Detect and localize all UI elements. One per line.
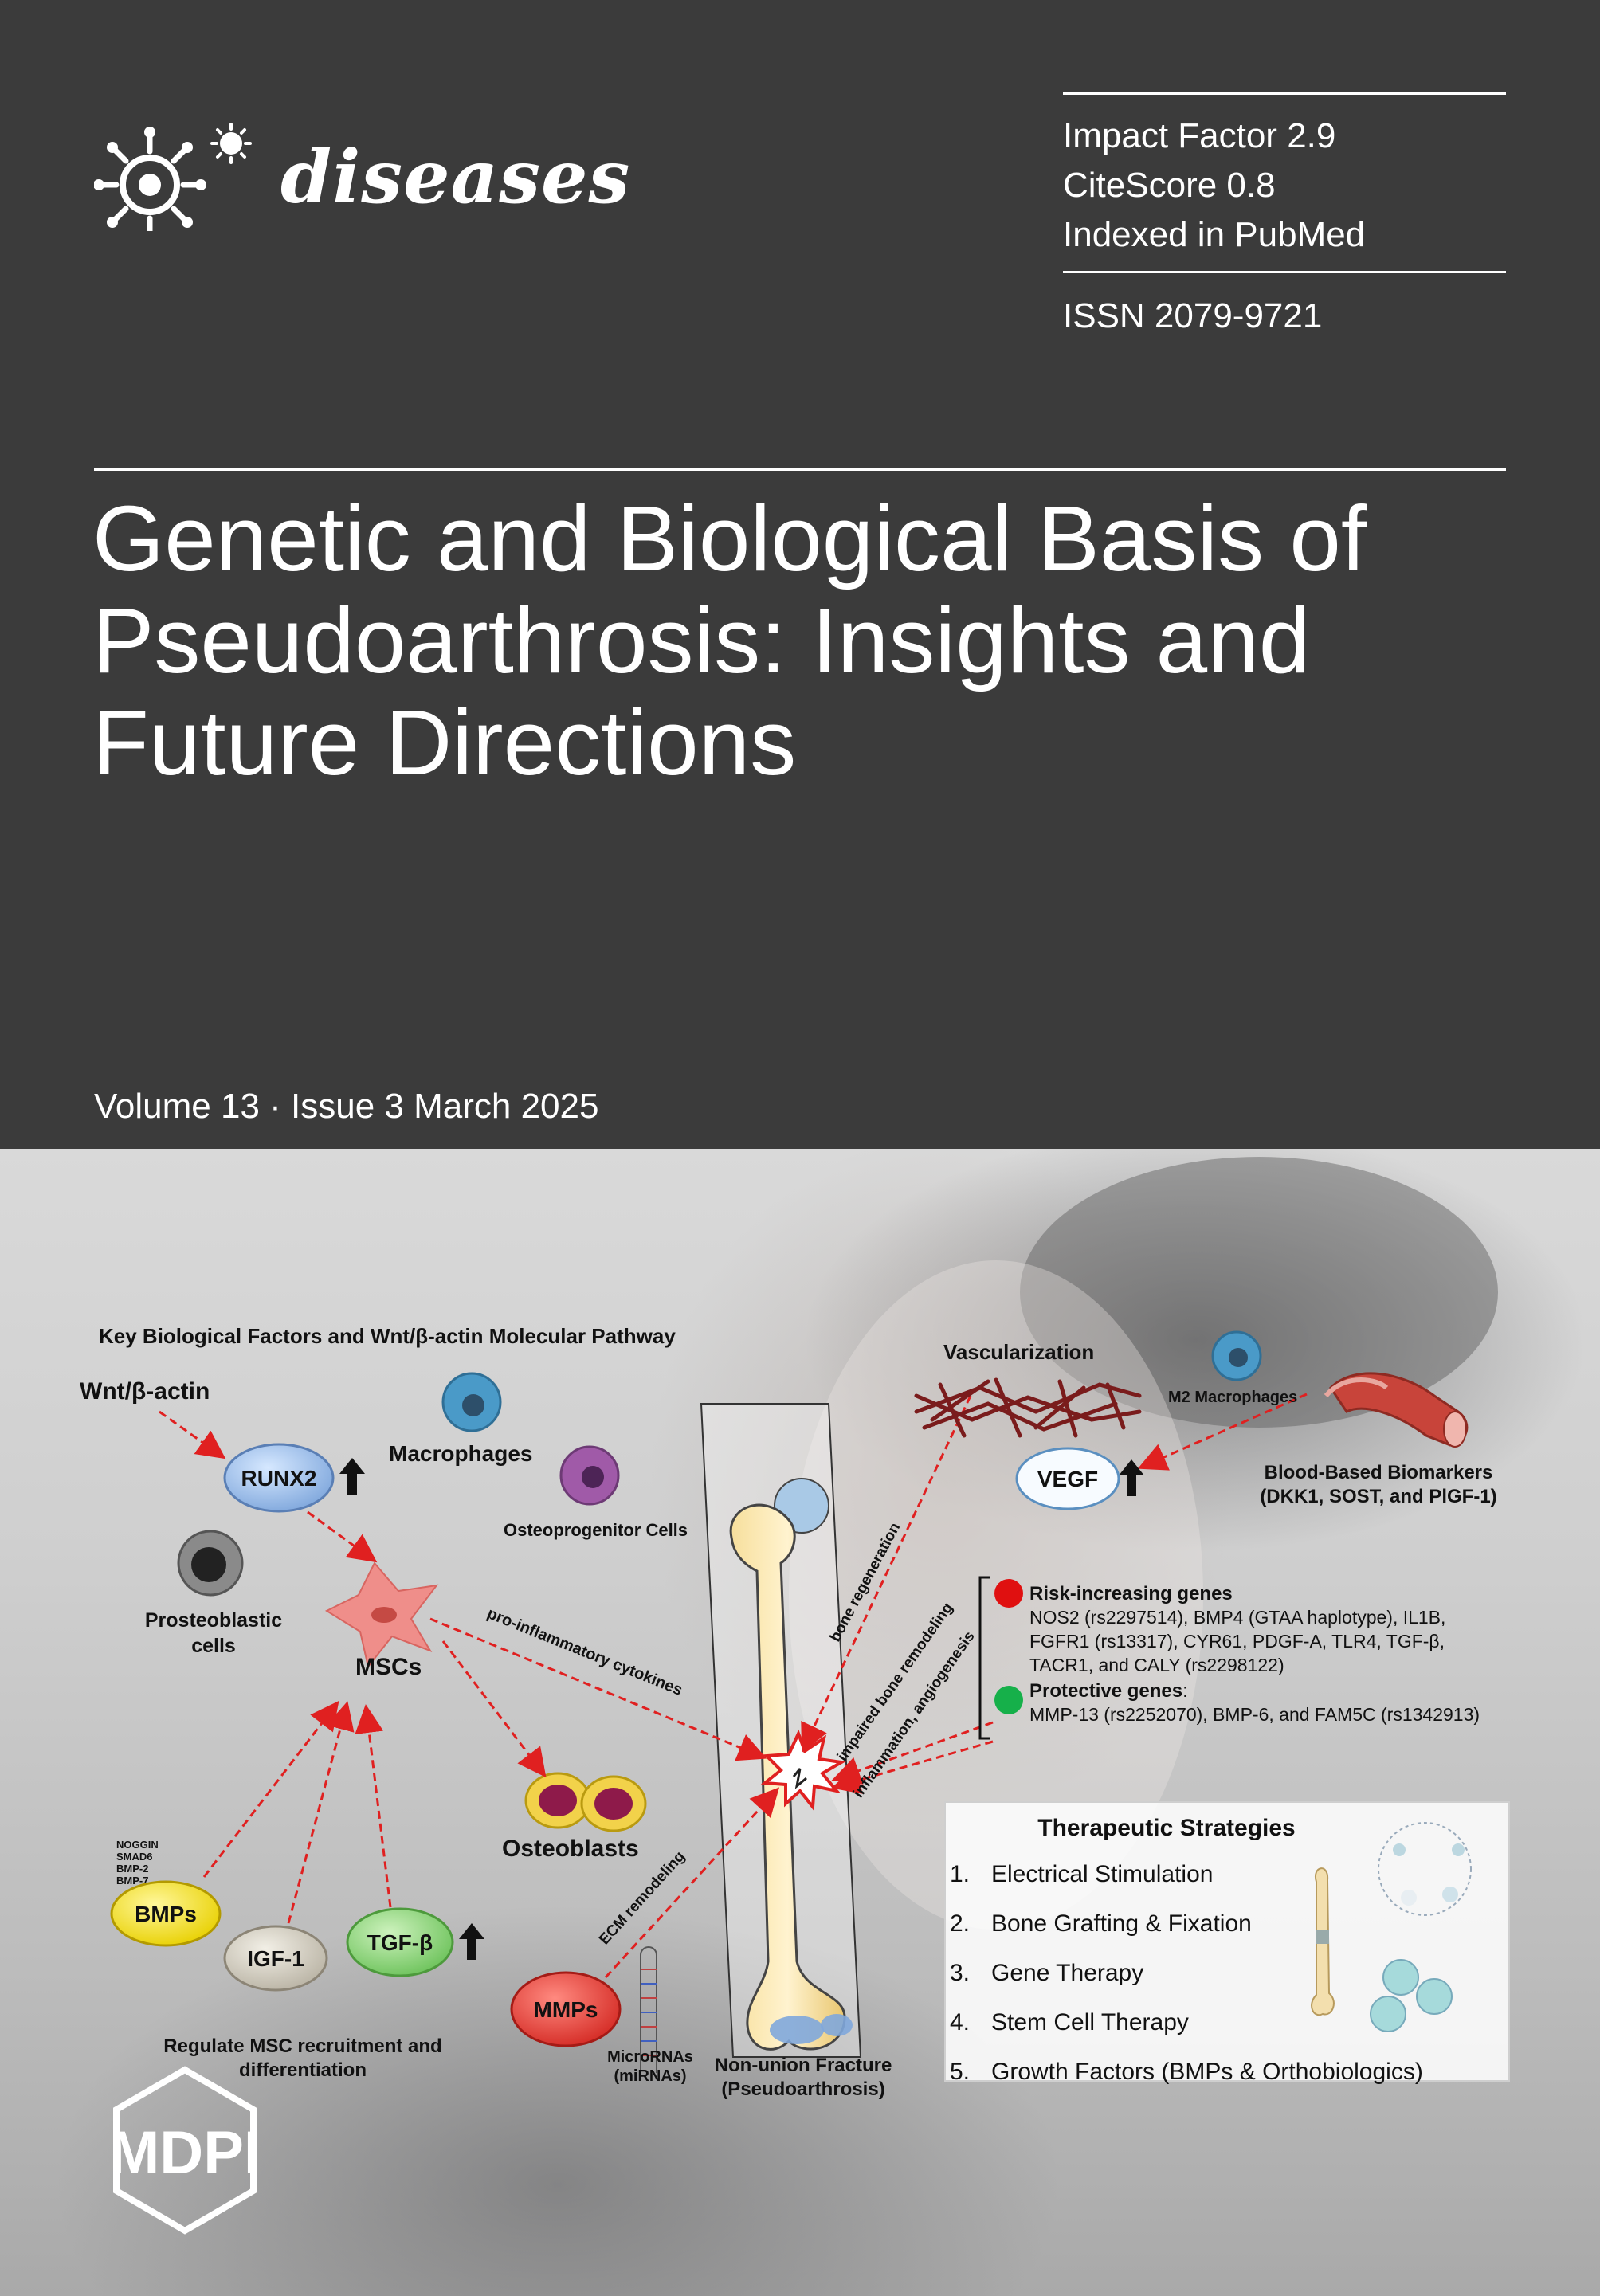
bmp-small-label: NOGGIN	[116, 1839, 159, 1851]
vegf-label: VEGF	[1037, 1467, 1098, 1491]
regulate-label-line2: differentiation	[239, 2059, 367, 2081]
risk-gene-line: FGFR1 (rs13317), CYR61, PDGF-A, TLR4, TG…	[1029, 1631, 1445, 1651]
strategy-item: Growth Factors (BMPs & Orthobiologics)	[991, 2059, 1423, 2085]
mdpi-logo-text: MDPI	[109, 2119, 261, 2187]
mdpi-logo: MDPI	[109, 2066, 261, 2235]
journal-name: diseases	[280, 134, 631, 220]
biomarkers-label-line1: Blood-Based Biomarkers	[1265, 1462, 1493, 1483]
igf1-label: IGF-1	[247, 1946, 304, 1971]
genes-bracket	[978, 1576, 990, 1740]
runx2-label: RUNX2	[241, 1466, 317, 1491]
vegf-cell	[1015, 1447, 1120, 1510]
bmps-label: BMPs	[135, 1902, 197, 1926]
volume-issue-date: Volume 13 · Issue 3 March 2025	[94, 1087, 599, 1126]
blood-vessel-tube-icon	[1324, 1372, 1469, 1448]
up-arrow-icon	[459, 1923, 484, 1960]
metrics-middle-rule	[1063, 271, 1506, 273]
nonunion-label-line1: Non-union Fracture	[715, 2055, 892, 2076]
mmps-cell	[510, 1971, 622, 2047]
risk-gene-line: NOS2 (rs2297514), BMP4 (GTAA haplotype),…	[1029, 1607, 1445, 1628]
protective-dot-icon	[994, 1686, 1023, 1714]
impact-factor: Impact Factor 2.9	[1063, 116, 1336, 155]
article-title-line: Future Directions	[92, 691, 797, 794]
osteoblast-nucleus	[594, 1788, 633, 1820]
strategy-item: Bone Grafting & Fixation	[991, 1910, 1252, 1937]
protective-heading: Protective genes	[1029, 1680, 1182, 1702]
mscs-label: MSCs	[355, 1654, 422, 1680]
m2-macrophages-label: M2 Macrophages	[1168, 1389, 1297, 1406]
cover-illustration: Key Biological Factors and Wnt/β-actin M…	[0, 1149, 1600, 2296]
strategy-number: 4.	[950, 2009, 970, 2035]
bmp-small-label: BMP-7	[116, 1875, 148, 1887]
fracture-crack	[792, 1768, 807, 1789]
strategy-item: Stem Cell Therapy	[991, 2009, 1189, 2035]
risk-dot-icon	[994, 1579, 1023, 1608]
mmps-label: MMPs	[534, 1997, 598, 2022]
osteoblast-nucleus	[539, 1785, 577, 1816]
article-title: Genetic and Biological Basis of Pseudoar…	[92, 488, 1527, 793]
protective-gene-line: MMP-13 (rs2252070), BMP-6, and FAM5C (rs…	[1029, 1704, 1480, 1725]
m2-macrophage-nucleus	[1229, 1348, 1248, 1367]
therapy-illustrations	[1311, 1822, 1472, 2032]
left-heading: Key Biological Factors and Wnt/β-actin M…	[99, 1324, 676, 1348]
therapeutic-box	[944, 1801, 1510, 2082]
pathway-diagram: Key Biological Factors and Wnt/β-actin M…	[80, 1157, 1510, 2235]
up-arrow-icon	[1119, 1459, 1144, 1496]
indexed-in: Indexed in PubMed	[1063, 215, 1366, 254]
issn: ISSN 2079-9721	[1063, 296, 1323, 335]
vascularization-label: Vascularization	[943, 1340, 1094, 1364]
pro-inflammatory-label: pro-inflammatory cytokines	[484, 1604, 684, 1699]
igf1-cell	[223, 1925, 328, 1992]
biomarkers-label-line2: (DKK1, SOST, and PlGF-1)	[1260, 1486, 1496, 1507]
mirna-label-line1: MicroRNAs	[607, 2048, 693, 2066]
title-rule	[94, 468, 1506, 471]
protective-heading-colon: :	[1182, 1680, 1188, 1702]
mirna-label-line2: (miRNAs)	[614, 2067, 686, 2085]
article-title-line: Genetic and Biological Basis of	[92, 487, 1367, 590]
pathway-arrows	[159, 1393, 1308, 1979]
risk-gene-line: TACR1, and CALY (rs2298122)	[1029, 1655, 1284, 1675]
macrophage-nucleus	[462, 1394, 484, 1416]
therapeutic-heading: Therapeutic Strategies	[1037, 1815, 1295, 1841]
strategy-number: 5.	[950, 2059, 970, 2085]
cover-header-panel: diseases Impact Factor 2.9 CiteScore 0.8…	[92, 92, 1527, 1126]
risk-heading: Risk-increasing genes	[1029, 1583, 1233, 1604]
blood-vessel-network-icon	[914, 1377, 1142, 1438]
up-arrow-icon	[339, 1458, 365, 1495]
bmp-small-label: SMAD6	[116, 1851, 153, 1863]
strategy-number: 1.	[950, 1861, 970, 1887]
tgfb-label: TGF-β	[367, 1930, 433, 1955]
prosteoblastic-label-line1: Prosteoblastic	[145, 1609, 282, 1632]
virus-logo-icon	[94, 123, 252, 231]
ecm-label: ECM remodeling	[596, 1848, 688, 1948]
strategy-item: Gene Therapy	[991, 1960, 1143, 1986]
bmps-cell	[110, 1880, 222, 1947]
article-title-line: Pseudoarthrosis: Insights and	[92, 589, 1311, 692]
tgfb-cell	[346, 1907, 454, 1977]
mirna-hairpin-icon	[640, 1946, 657, 2073]
msc-nucleus	[371, 1607, 397, 1623]
runx2-cell	[223, 1443, 335, 1513]
strategy-number: 3.	[950, 1960, 970, 1986]
strategy-item: Electrical Stimulation	[991, 1861, 1213, 1887]
prosteoblastic-label-line2: cells	[191, 1635, 236, 1657]
wnt-label: Wnt/β-actin	[80, 1378, 210, 1405]
macrophages-label: Macrophages	[389, 1441, 533, 1466]
osteoblasts-label: Osteoblasts	[502, 1836, 639, 1862]
metrics-top-rule	[1063, 92, 1506, 95]
osteoprogenitor-label: Osteoprogenitor Cells	[504, 1520, 688, 1540]
regulate-label-line1: Regulate MSC recruitment and	[163, 2035, 441, 2057]
protective-heading-line: Protective genes:	[1029, 1680, 1188, 1702]
bmp-small-label: BMP-2	[116, 1863, 148, 1875]
nonunion-label-line2: (Pseudoarthrosis)	[721, 2079, 884, 2100]
citescore: CiteScore 0.8	[1063, 166, 1276, 205]
prosteoblastic-nucleus	[191, 1547, 226, 1582]
osteoprogenitor-nucleus	[582, 1466, 604, 1488]
strategy-number: 2.	[950, 1910, 970, 1937]
